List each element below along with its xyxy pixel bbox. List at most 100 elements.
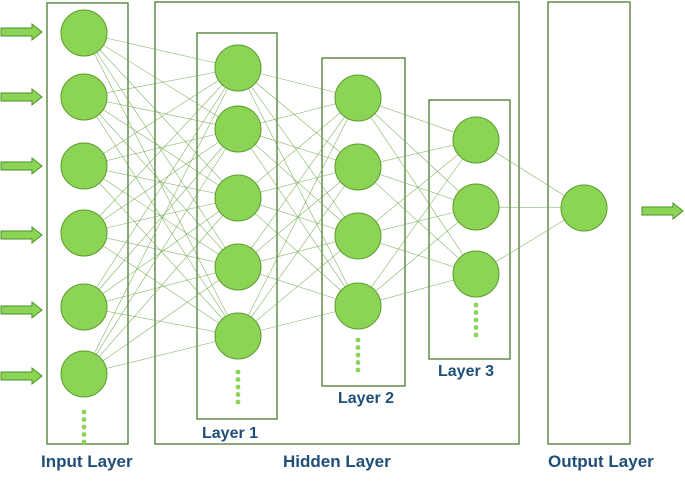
edge-hidden-1-5-to-hidden-2-3: [237, 235, 359, 337]
hidden-1-node-3: [214, 174, 262, 222]
io-arrows: [0, 22, 684, 386]
input-node-1: [60, 9, 108, 57]
layer-1-label: Layer 1: [202, 425, 259, 442]
edge-input-5-to-hidden-1-3: [83, 197, 239, 308]
hidden-3-ellipsis-dot: [473, 332, 479, 338]
input-layer-box: [46, 2, 129, 445]
edge-hidden-1-1-to-hidden-2-2: [237, 67, 359, 168]
input-ellipsis-dot: [81, 417, 87, 422]
hidden-2-ellipsis-dot: [355, 352, 361, 358]
hidden-3-ellipsis-dot: [473, 325, 479, 330]
edge-hidden-1-1-to-hidden-2-4: [237, 67, 359, 307]
edge-input-6-to-hidden-1-3: [83, 197, 239, 375]
hidden-2-node-3: [334, 212, 382, 260]
edge-input-1-to-hidden-1-5: [83, 32, 239, 337]
edge-input-4-to-hidden-1-5: [83, 232, 239, 337]
hidden-1-node-1: [214, 44, 262, 92]
layer-boxes: [46, 1, 631, 445]
edge-input-1-to-hidden-1-4: [83, 32, 239, 268]
edge-input-6-to-hidden-1-4: [83, 266, 239, 375]
layer-3-box: [428, 99, 511, 360]
edge-input-6-to-hidden-1-1: [83, 67, 239, 375]
edge-input-3-to-hidden-1-3: [83, 165, 239, 199]
edge-input-1-to-hidden-1-2: [83, 32, 239, 130]
edge-hidden-1-4-to-hidden-2-1: [237, 97, 359, 268]
hidden-3-node-3: [452, 250, 500, 298]
input-ellipsis-dot: [81, 439, 87, 445]
hidden-2-ellipsis-dot: [355, 337, 361, 343]
hidden-2-node-4: [334, 282, 382, 330]
edge-input-2-to-hidden-1-1: [83, 67, 239, 98]
edge-hidden-2-1-to-hidden-3-3: [357, 97, 477, 275]
input-node-5: [60, 283, 108, 331]
layer-2-label: Layer 2: [338, 390, 395, 407]
input-ellipsis-dot: [81, 432, 87, 437]
hidden-3-node-1: [452, 116, 500, 164]
edge-input-3-to-hidden-1-1: [83, 67, 239, 167]
hidden-2-node-2: [334, 143, 382, 191]
edge-hidden-1-1-to-hidden-2-3: [237, 67, 359, 237]
edge-input-5-to-hidden-1-4: [83, 266, 239, 308]
hidden-3-ellipsis-dot: [473, 310, 479, 315]
edge-hidden-1-3-to-hidden-2-1: [237, 97, 359, 199]
hidden-1-node-5: [214, 312, 262, 360]
hidden-2-node-1: [334, 74, 382, 122]
edge-input-4-to-hidden-1-1: [83, 67, 239, 234]
layer-2-box: [321, 57, 406, 387]
input-layer-label: Input Layer: [41, 452, 133, 471]
continuation-dots: [81, 302, 479, 445]
hidden-2-ellipsis-dot: [355, 367, 361, 373]
hidden-1-ellipsis-dot: [235, 392, 241, 397]
input-arrow-5: [0, 300, 43, 320]
input-node-3: [60, 142, 108, 190]
edge-hidden-2-4-to-hidden-3-1: [357, 139, 477, 307]
edge-input-1-to-hidden-1-3: [83, 32, 239, 199]
input-arrow-3: [0, 156, 43, 176]
edge-input-6-to-hidden-1-5: [83, 335, 239, 375]
input-ellipsis-dot: [81, 424, 87, 430]
input-node-6: [60, 350, 108, 398]
edge-input-4-to-hidden-1-3: [83, 197, 239, 234]
output-layer-box: [547, 1, 631, 445]
edge-input-4-to-hidden-1-4: [83, 232, 239, 268]
connections: [83, 32, 585, 375]
hidden-1-node-2: [214, 105, 262, 153]
edge-input-2-to-hidden-1-2: [83, 96, 239, 130]
output-arrow: [641, 201, 684, 221]
edge-hidden-2-2-to-hidden-3-3: [357, 166, 477, 275]
hidden-3-ellipsis-dot: [473, 302, 479, 308]
input-node-2: [60, 73, 108, 121]
input-arrow-6: [0, 366, 43, 386]
layer-3-label: Layer 3: [438, 363, 495, 380]
edge-input-3-to-hidden-1-2: [83, 128, 239, 167]
hidden-1-ellipsis-dot: [235, 377, 241, 382]
edge-input-4-to-hidden-1-2: [83, 128, 239, 234]
input-arrow-2: [0, 87, 43, 107]
edge-hidden-1-5-to-hidden-2-2: [237, 166, 359, 337]
input-node-4: [60, 209, 108, 257]
edge-input-1-to-hidden-1-1: [83, 32, 239, 69]
edge-hidden-2-3-to-hidden-3-1: [357, 139, 477, 237]
hidden-2-ellipsis-dot: [355, 345, 361, 350]
neurons: [60, 9, 608, 398]
hidden-1-ellipsis-dot: [235, 369, 241, 375]
hidden-1-ellipsis-dot: [235, 399, 241, 405]
output-node-1: [560, 184, 608, 232]
edge-hidden-2-1-to-hidden-3-2: [357, 97, 477, 208]
input-arrow-1: [0, 22, 43, 42]
output-layer-label: Output Layer: [548, 452, 654, 471]
hidden-1-node-4: [214, 243, 262, 291]
hidden-layer-box: [154, 1, 520, 445]
edge-input-5-to-hidden-1-2: [83, 128, 239, 308]
edge-input-6-to-hidden-1-2: [83, 128, 239, 375]
input-ellipsis-dot: [81, 409, 87, 415]
hidden-1-ellipsis-dot: [235, 384, 241, 390]
hidden-3-node-2: [452, 183, 500, 231]
input-arrow-4: [0, 225, 43, 245]
hidden-3-ellipsis-dot: [473, 317, 479, 323]
hidden-2-ellipsis-dot: [355, 360, 361, 365]
edge-input-5-to-hidden-1-5: [83, 306, 239, 337]
edge-input-3-to-hidden-1-4: [83, 165, 239, 268]
